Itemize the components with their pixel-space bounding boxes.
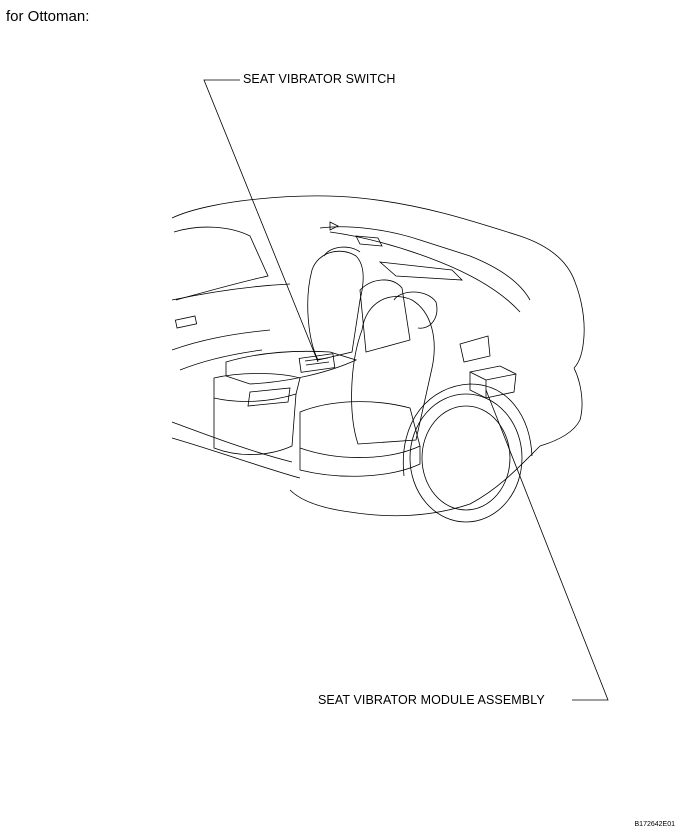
car-rear-deck [573, 281, 585, 369]
rear-wheel-rim [421, 405, 511, 511]
rear-console-top [225, 350, 358, 385]
ottoman-panel [247, 387, 291, 407]
door-belt-line [171, 329, 271, 351]
switch-detail [304, 357, 329, 362]
fuel-door [459, 335, 491, 363]
leader-line-module [485, 389, 609, 701]
door-lower-trim [179, 349, 263, 371]
rear-seat-cushion-front [299, 446, 421, 477]
rear-seat-near-headrest [393, 291, 438, 329]
seat-vibrator-module-unit [469, 365, 517, 399]
rear-tire [409, 393, 523, 523]
label-seat-vibrator-module-assembly: SEAT VIBRATOR MODULE ASSEMBLY [318, 693, 545, 707]
rear-seat-far-headrest [323, 246, 361, 257]
rear-seat-cushion [299, 401, 421, 458]
rear-wheel-arch [402, 383, 533, 477]
c-pillar [319, 226, 531, 301]
car-lower-line [171, 421, 293, 463]
rear-window-top [329, 231, 521, 313]
antenna-fin [329, 221, 339, 231]
seat-vibrator-switch-unit [298, 353, 336, 373]
leader-line-switch [203, 79, 319, 363]
rear-door-window [173, 226, 269, 301]
door-handle [174, 315, 198, 329]
rear-seat-center [359, 279, 411, 353]
module-detail [485, 373, 517, 381]
car-roof-line [171, 195, 576, 283]
rear-seat-far-back [307, 250, 364, 361]
module-detail [469, 371, 487, 381]
door-upper-trim [171, 283, 291, 301]
interior-light [355, 235, 383, 247]
car-lower-body [289, 445, 541, 517]
car-rocker-line [171, 437, 301, 479]
label-seat-vibrator-switch: SEAT VIBRATOR SWITCH [243, 72, 396, 86]
rear-parcel-shelf [378, 261, 464, 281]
page-heading: for Ottoman: [6, 8, 90, 25]
figure-id: B172642E01 [634, 821, 675, 828]
ottoman-front [213, 393, 297, 455]
rear-seat-near-back [351, 296, 435, 445]
car-rear-bumper [539, 367, 583, 447]
ottoman-top [213, 373, 301, 402]
switch-detail [305, 361, 330, 366]
